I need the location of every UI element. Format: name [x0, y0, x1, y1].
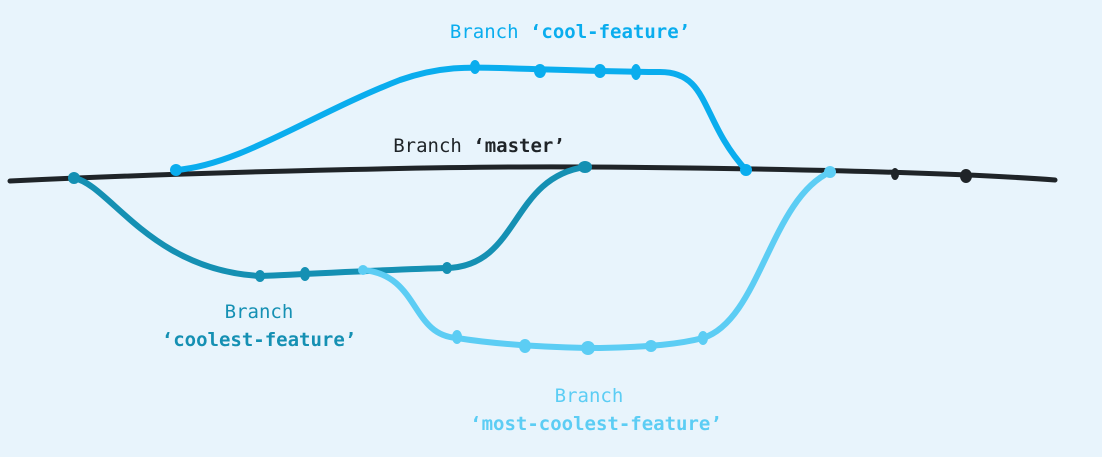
most-coolest-feature-label-prefix: Branch: [555, 385, 624, 407]
commit-dot: [891, 168, 899, 180]
cool-feature-label-name: ‘cool-feature’: [530, 21, 690, 43]
commit-dot: [470, 60, 480, 74]
commit-dot: [519, 339, 531, 353]
commit-dot: [68, 172, 80, 184]
commit-dot: [255, 270, 265, 282]
commit-dot: [300, 267, 310, 281]
most-coolest-feature-branch-line: [360, 169, 833, 352]
commit-dot: [534, 64, 546, 78]
master-label-prefix: Branch: [393, 135, 473, 157]
master-label-name: ‘master’: [473, 135, 565, 157]
commit-dot: [960, 169, 972, 183]
commit-dot: [170, 164, 182, 176]
commit-dot: [740, 164, 752, 176]
commit-dot: [824, 166, 836, 178]
commit-dot: [631, 64, 641, 80]
commit-dot: [578, 161, 592, 173]
cool-feature-label-prefix: Branch: [450, 21, 530, 43]
master-commits: [891, 168, 972, 183]
coolest-feature-commits: [68, 161, 592, 282]
cool-feature-branch-line: [173, 64, 749, 173]
master-label: Branch ‘master’: [393, 135, 565, 157]
most-coolest-feature-label-name: ‘most-coolest-feature’: [470, 413, 722, 435]
commit-dot: [645, 340, 657, 352]
commit-dot: [594, 64, 606, 78]
commit-dot: [358, 265, 368, 275]
commit-dot: [442, 262, 452, 274]
cool-feature-label: Branch ‘cool-feature’: [450, 21, 690, 43]
coolest-feature-label-name: ‘coolest-feature’: [162, 329, 356, 351]
most-coolest-feature-commits: [358, 166, 836, 355]
commit-dot: [452, 330, 462, 344]
cool-feature-commits: [170, 60, 752, 176]
coolest-feature-label-prefix: Branch: [225, 301, 294, 323]
commit-dot: [698, 331, 708, 345]
coolest-feature-branch-line: [71, 164, 588, 280]
commit-dot: [581, 341, 595, 355]
